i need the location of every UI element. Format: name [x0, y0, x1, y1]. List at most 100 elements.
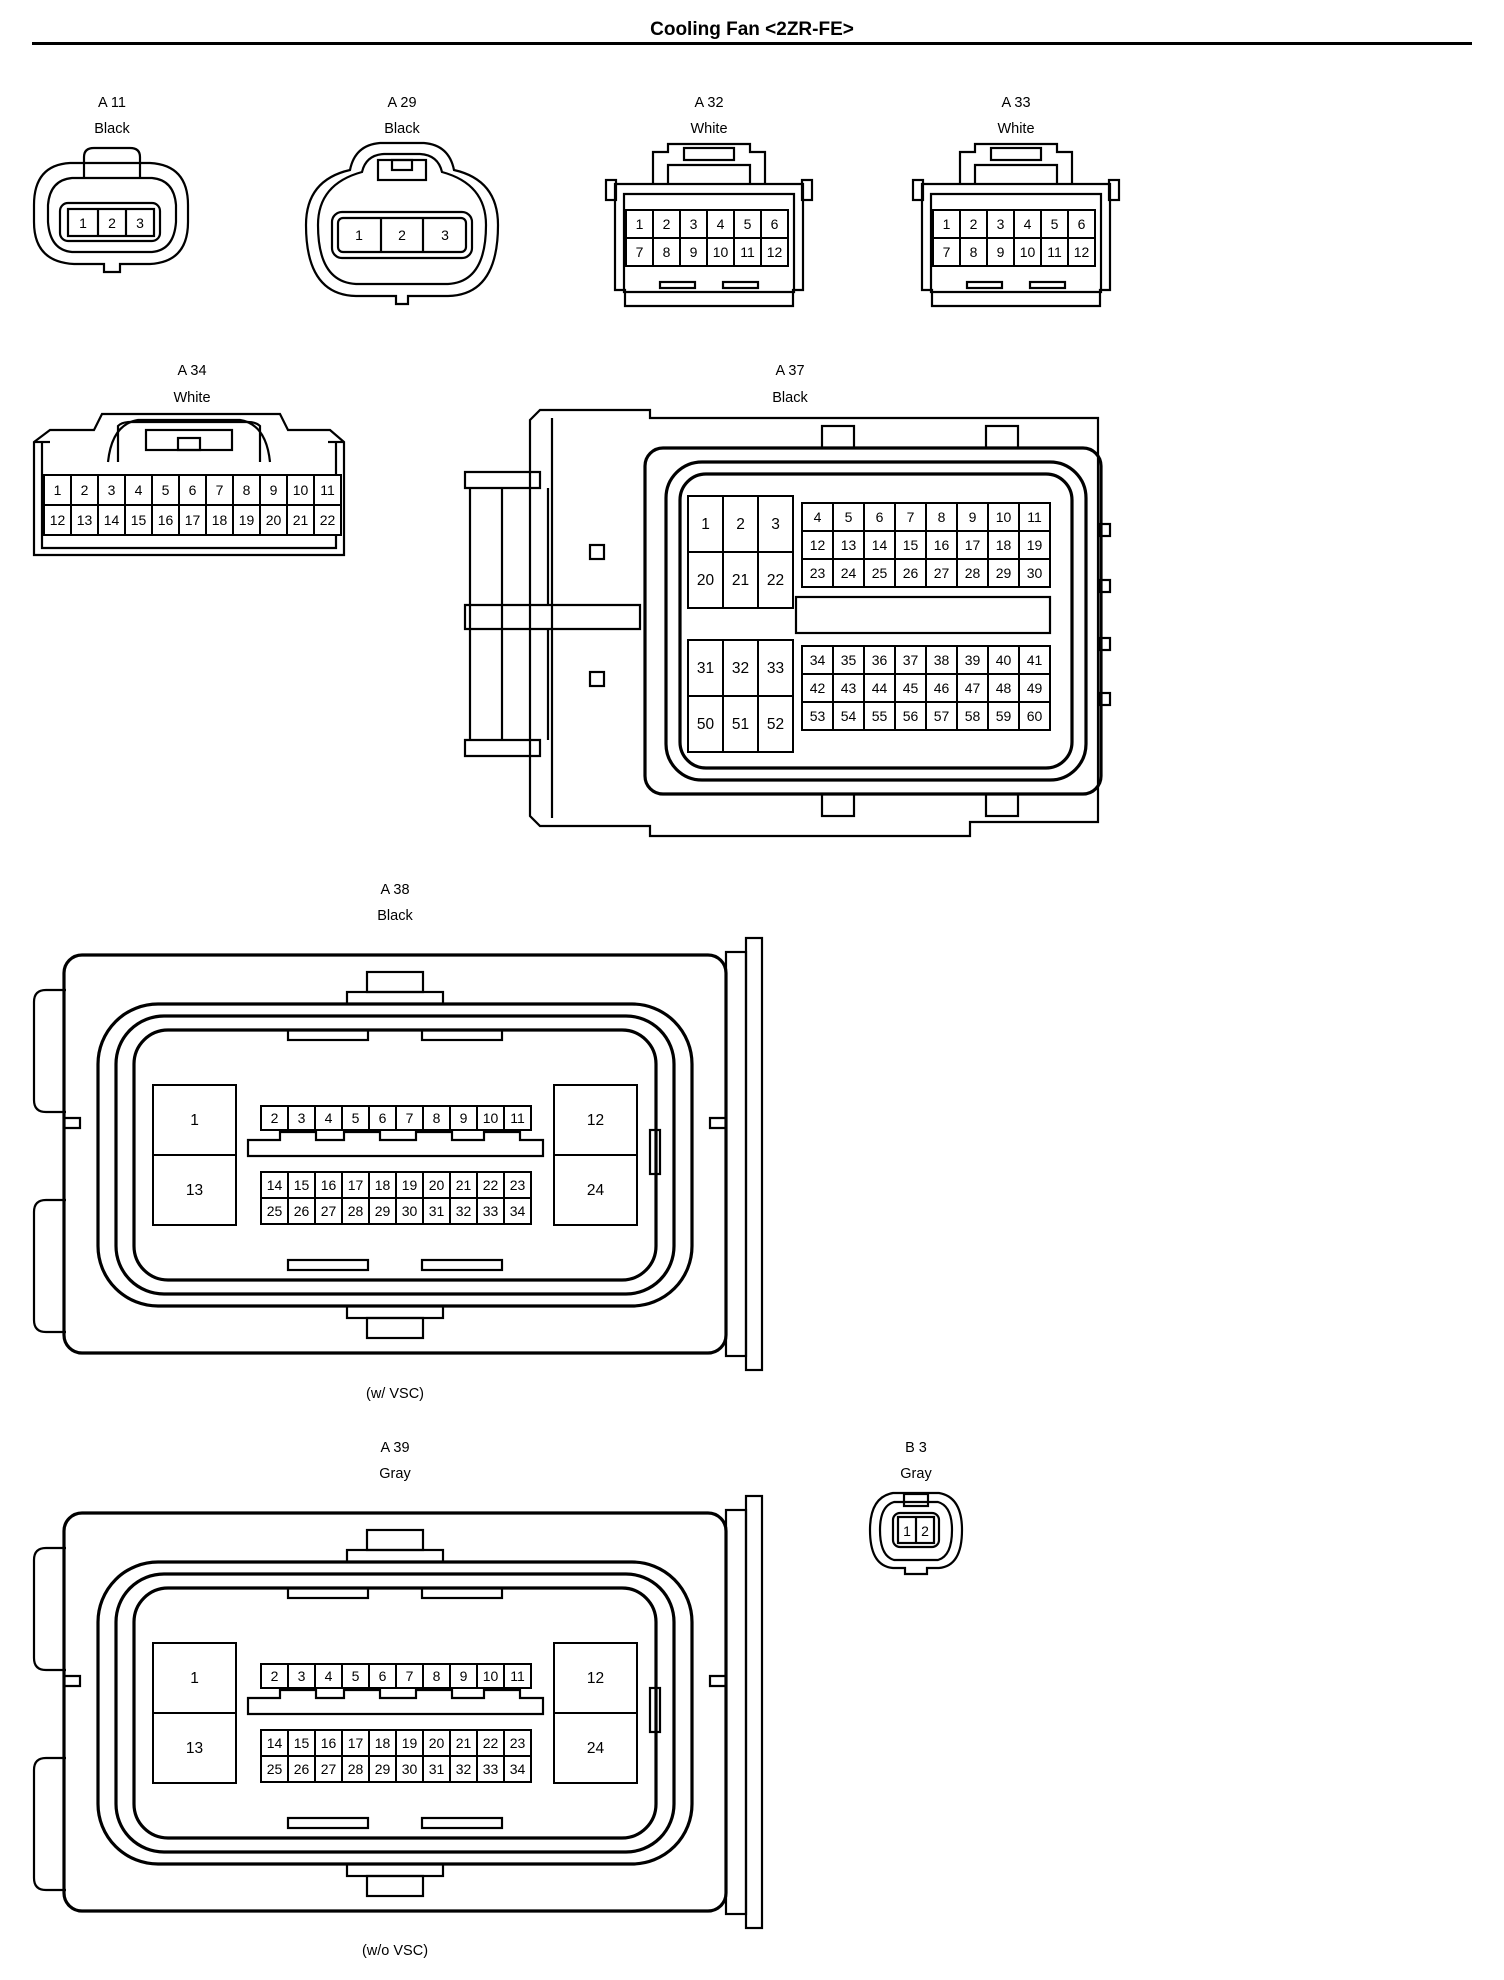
- a11-pin-2: 2: [108, 215, 116, 231]
- a38-pin-5: 5: [352, 1110, 360, 1126]
- a39-pin-23: 23: [510, 1735, 526, 1751]
- a34-pin-18: 18: [212, 512, 228, 528]
- a37-pin-55: 55: [872, 708, 888, 724]
- connector-b3-color: Gray: [900, 1466, 932, 1482]
- connector-a29: A 29 Black 1 2 3: [304, 95, 500, 306]
- a34-pin-20: 20: [266, 512, 282, 528]
- connector-a39-code: A 39: [380, 1440, 409, 1456]
- a37-pin-13: 13: [841, 537, 857, 553]
- a37-pin-59: 59: [996, 708, 1012, 724]
- connector-a37-code: A 37: [775, 363, 804, 379]
- a37-pin-41-cell: [1018, 645, 1051, 675]
- a34-pin-2-cell: [70, 474, 99, 506]
- a38-pin-17: 17: [348, 1177, 364, 1193]
- a39-pin-18: 18: [375, 1735, 391, 1751]
- a33-pin-12: 12: [1074, 244, 1090, 260]
- a37-pin-8-cell: [925, 502, 958, 532]
- a37-pin-53-cell: [801, 701, 834, 731]
- a39-pin-9: 9: [460, 1668, 468, 1684]
- a39-pin-15-cell: [287, 1729, 316, 1757]
- a33-pin-9: 9: [997, 244, 1005, 260]
- a37-pin-33: 33: [767, 660, 784, 677]
- a38-pin-30-cell: [395, 1197, 424, 1225]
- a39-pin-28: 28: [348, 1761, 364, 1777]
- a34-pin-16: 16: [158, 512, 174, 528]
- a38-pin-23: 23: [510, 1177, 526, 1193]
- a39-pin-6: 6: [379, 1668, 387, 1684]
- a34-pin-12: 12: [50, 512, 66, 528]
- a34-pin-18-cell: [205, 504, 234, 536]
- a33-pin-8-cell: [959, 237, 988, 267]
- a39-pin-2-cell: [260, 1663, 289, 1689]
- a39-pin-12-cell: [553, 1642, 638, 1714]
- connector-a37-color: Black: [772, 390, 808, 406]
- a37-pin-19: 19: [1027, 537, 1043, 553]
- a39-pin-20-cell: [422, 1729, 451, 1757]
- a32-pin-8-cell: [652, 237, 681, 267]
- a38-pin-8-cell: [422, 1105, 451, 1131]
- a39-pin-26: 26: [294, 1761, 310, 1777]
- a39-pin-13-cell: [152, 1712, 237, 1784]
- a38-pin-24-cell: [553, 1154, 638, 1226]
- a37-pin-27: 27: [934, 565, 950, 581]
- a33-pin-11: 11: [1047, 244, 1062, 260]
- a38-pin-12-cell: [553, 1084, 638, 1156]
- a38-pin-33: 33: [483, 1203, 499, 1219]
- connector-b3-code: B 3: [905, 1440, 927, 1456]
- a37-pin-53: 53: [810, 708, 826, 724]
- a37-pin-3: 3: [771, 516, 780, 533]
- a33-pin-10: 10: [1020, 244, 1036, 260]
- a37-pin-21-cell: [722, 551, 759, 609]
- a38-pin-29-cell: [368, 1197, 397, 1225]
- a37-pin-1-cell: [687, 495, 724, 553]
- a37-pin-39-cell: [956, 645, 989, 675]
- a33-pin-10-cell: [1013, 237, 1042, 267]
- a38-pin-8: 8: [433, 1110, 441, 1126]
- a32-pin-10: 10: [713, 244, 729, 260]
- a34-pin-2: 2: [81, 482, 89, 498]
- a37-pin-10-cell: [987, 502, 1020, 532]
- connector-a38-color: Black: [377, 908, 413, 924]
- a38-pin-11-cell: [503, 1105, 532, 1131]
- a37-pin-16: 16: [934, 537, 950, 553]
- a37-pin-52-cell: [757, 695, 794, 753]
- a39-pin-1-cell: [152, 1642, 237, 1714]
- a39-pin-30: 30: [402, 1761, 418, 1777]
- a38-pin-17-cell: [341, 1171, 370, 1199]
- a34-pin-8: 8: [243, 482, 251, 498]
- a39-pin-22: 22: [483, 1735, 499, 1751]
- a39-pin-21-cell: [449, 1729, 478, 1757]
- a38-pin-32: 32: [456, 1203, 472, 1219]
- a39-pin-30-cell: [395, 1755, 424, 1783]
- a37-pin-7-cell: [894, 502, 927, 532]
- a34-pin-11: 11: [320, 482, 335, 498]
- a38-pin-10-cell: [476, 1105, 505, 1131]
- a37-pin-23: 23: [810, 565, 826, 581]
- a34-pin-6: 6: [189, 482, 197, 498]
- a37-pin-2: 2: [736, 516, 745, 533]
- a38-pin-18: 18: [375, 1177, 391, 1193]
- a38-pin-6-cell: [368, 1105, 397, 1131]
- a32-pin-9: 9: [690, 244, 698, 260]
- a38-pin-13: 13: [186, 1182, 203, 1199]
- a38-pin-34-cell: [503, 1197, 532, 1225]
- a39-pin-11: 11: [510, 1668, 525, 1684]
- a37-pin-2-cell: [722, 495, 759, 553]
- a37-pin-22: 22: [767, 572, 784, 589]
- a39-pin-4: 4: [325, 1668, 333, 1684]
- a37-pin-34: 34: [810, 652, 826, 668]
- a37-pin-50: 50: [697, 716, 715, 733]
- a37-pin-5: 5: [845, 509, 853, 525]
- a37-pin-49: 49: [1027, 680, 1043, 696]
- a37-pin-30: 30: [1027, 565, 1043, 581]
- a37-pin-22-cell: [757, 551, 794, 609]
- a38-pin-3-cell: [287, 1105, 316, 1131]
- a33-pin-2-cell: [959, 209, 988, 239]
- a37-pin-6: 6: [876, 509, 884, 525]
- a39-pin-3: 3: [298, 1668, 306, 1684]
- a38-pin-14: 14: [267, 1177, 283, 1193]
- a38-pin-16: 16: [321, 1177, 337, 1193]
